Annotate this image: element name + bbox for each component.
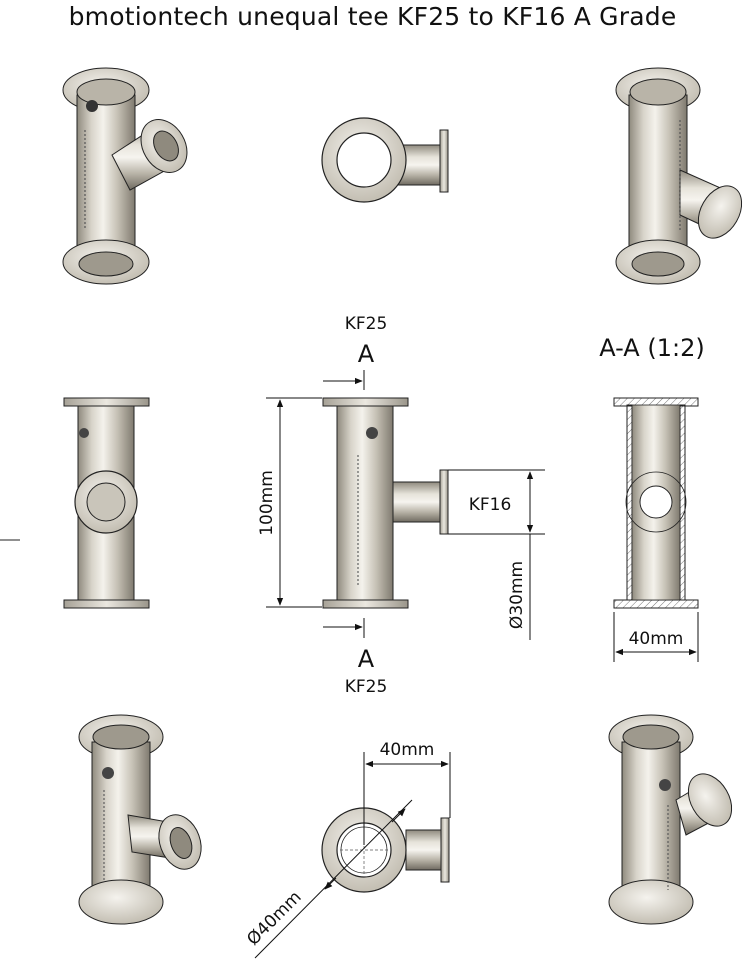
iso-view-bottom-left — [78, 714, 202, 925]
height-dimension-text: 100mm — [257, 470, 277, 536]
iso-view-top-left — [62, 67, 188, 285]
label-kf25-top: KF25 — [345, 314, 388, 334]
iso-view-top-right — [615, 67, 743, 285]
label-kf25-bottom: KF25 — [345, 677, 388, 697]
iso-view-bottom-right — [608, 714, 733, 925]
flange-diameter-text: Ø40mm — [243, 887, 305, 949]
section-cut-marker-top — [323, 370, 365, 390]
branch-length-text: 40mm — [380, 740, 435, 760]
bore-dimension-text: Ø30mm — [507, 561, 527, 629]
logo-emblem — [86, 100, 98, 112]
side-view-left — [63, 397, 150, 609]
kf16-label: KF16 — [469, 495, 512, 515]
front-view-center — [322, 397, 449, 609]
section-letter-bottom: A — [358, 645, 375, 673]
section-width-text: 40mm — [629, 629, 684, 649]
end-view-bottom — [321, 807, 450, 893]
drawing-title: bmotiontech unequal tee KF25 to KF16 A G… — [68, 2, 677, 31]
section-width-dimension: 40mm — [613, 612, 699, 662]
section-letter-top: A — [358, 340, 375, 368]
section-title: A-A (1:2) — [599, 334, 704, 362]
height-dimension: 100mm — [257, 397, 322, 608]
kf16-dimension: KF16 Ø30mm — [448, 469, 545, 640]
section-view-a-a — [613, 397, 699, 609]
section-cut-marker-bottom — [323, 618, 365, 638]
end-view-top — [321, 117, 449, 203]
branch-length-dimension: 40mm — [363, 740, 451, 845]
